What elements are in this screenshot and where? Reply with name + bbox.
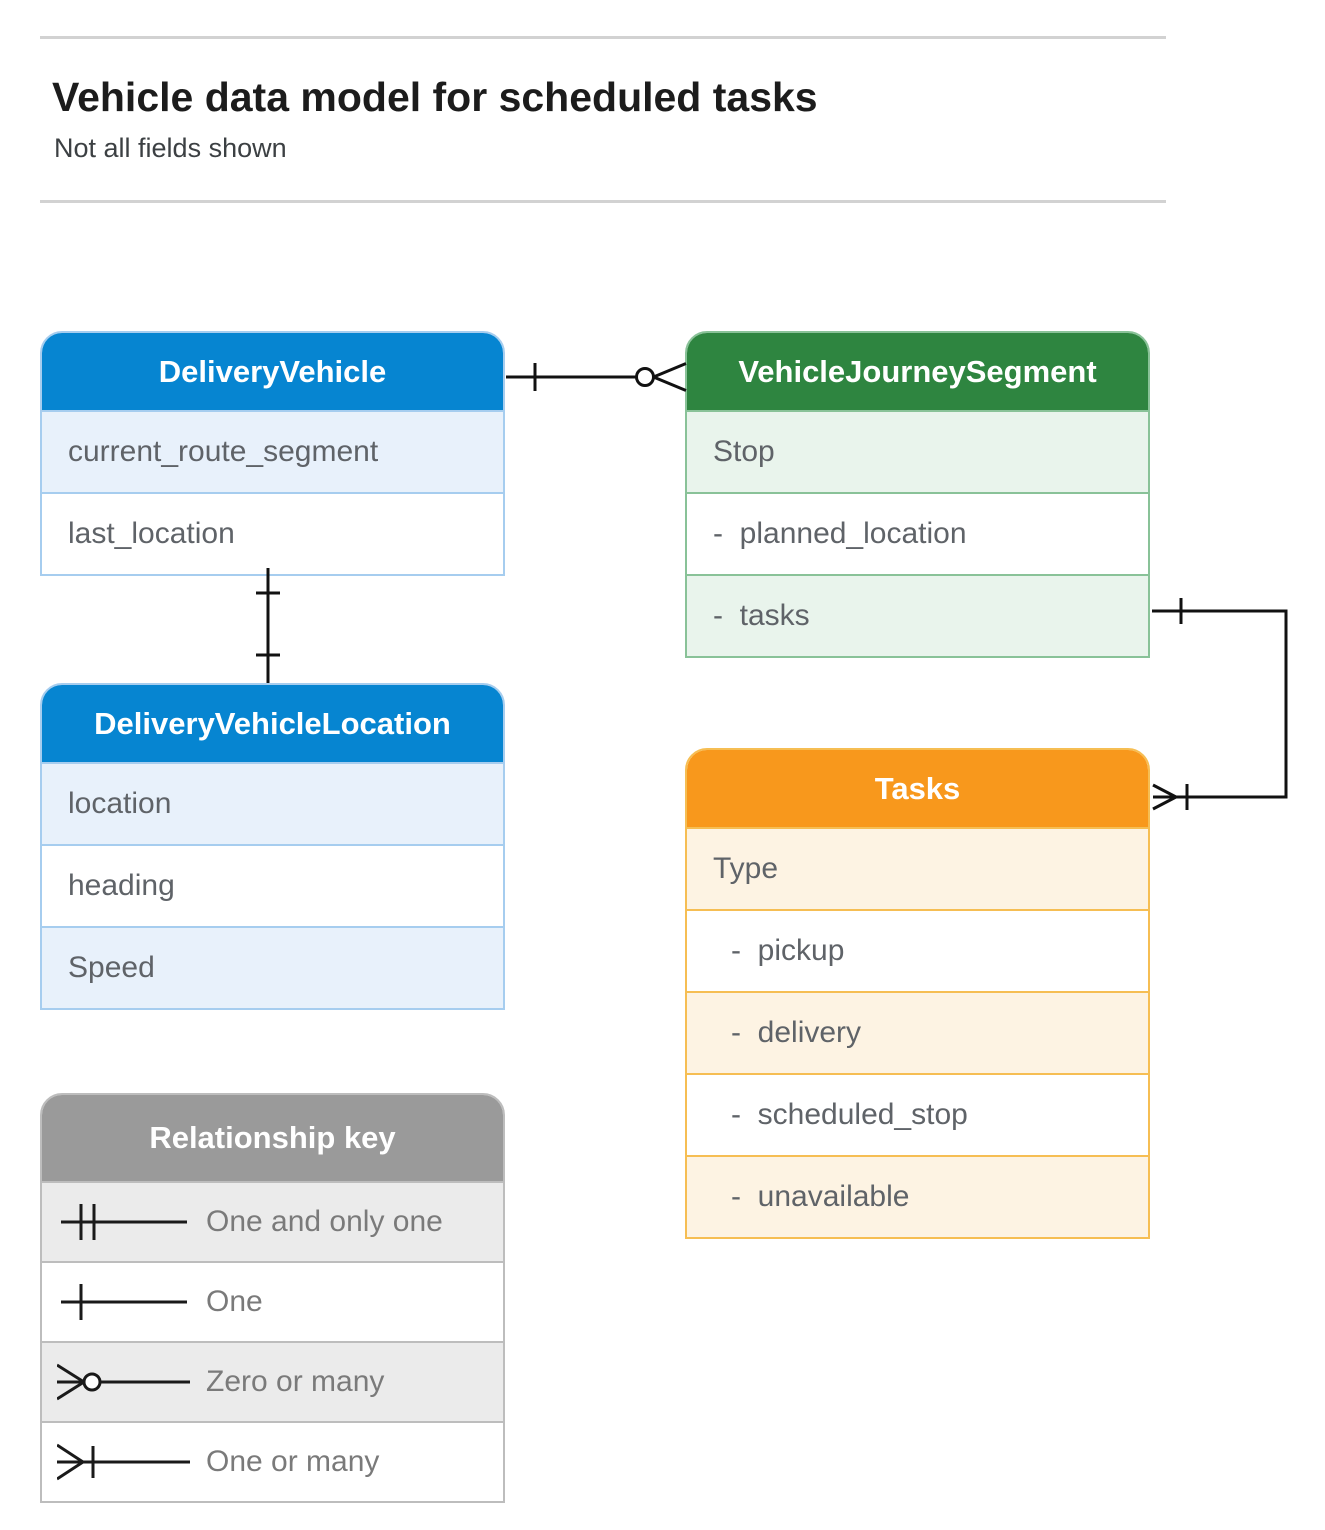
legend-item-zero-or-many: Zero or many bbox=[42, 1341, 503, 1421]
legend-item-one-and-only-one: One and only one bbox=[42, 1181, 503, 1261]
connector-vjs-tasks-crowfoot bbox=[1153, 785, 1176, 809]
connector-dv-vjs-zero-circle bbox=[637, 369, 654, 386]
connector-dv-vjs-crowfoot bbox=[654, 364, 687, 391]
zero-or-many-icon bbox=[57, 1363, 190, 1401]
page-title: Vehicle data model for scheduled tasks bbox=[52, 74, 818, 120]
relationship-key: Relationship key One and only one One bbox=[40, 1093, 505, 1503]
field-type: Type bbox=[687, 827, 1148, 909]
field-unavailable: - unavailable bbox=[687, 1155, 1148, 1237]
one-or-many-icon bbox=[57, 1443, 190, 1481]
subtitle-divider bbox=[40, 200, 1166, 203]
entity-title-delivery-vehicle: DeliveryVehicle bbox=[42, 333, 503, 410]
field-scheduled-stop: - scheduled_stop bbox=[687, 1073, 1148, 1155]
entity-title-vehicle-journey-segment: VehicleJourneySegment bbox=[687, 333, 1148, 410]
legend-label: One or many bbox=[206, 1445, 380, 1478]
legend-label: One and only one bbox=[206, 1205, 443, 1238]
one-icon bbox=[61, 1284, 187, 1320]
entity-delivery-vehicle: DeliveryVehicle current_route_segment la… bbox=[40, 331, 505, 576]
field-pickup: - pickup bbox=[687, 909, 1148, 991]
field-last-location: last_location bbox=[42, 492, 503, 574]
legend-item-one: One bbox=[42, 1261, 503, 1341]
legend-label: Zero or many bbox=[206, 1365, 385, 1398]
field-current-route-segment: current_route_segment bbox=[42, 410, 503, 492]
legend-item-one-or-many: One or many bbox=[42, 1421, 503, 1501]
entity-delivery-vehicle-location: DeliveryVehicleLocation location heading… bbox=[40, 683, 505, 1010]
field-speed: Speed bbox=[42, 926, 503, 1008]
top-divider bbox=[40, 36, 1166, 39]
entity-title-delivery-vehicle-location: DeliveryVehicleLocation bbox=[42, 685, 503, 762]
legend-label: One bbox=[206, 1285, 263, 1318]
connector-vjs-tasks-line bbox=[1152, 611, 1286, 797]
field-tasks: - tasks bbox=[687, 574, 1148, 656]
entity-vehicle-journey-segment: VehicleJourneySegment Stop - planned_loc… bbox=[685, 331, 1150, 658]
field-stop: Stop bbox=[687, 410, 1148, 492]
one-and-only-one-icon bbox=[61, 1204, 187, 1240]
field-heading: heading bbox=[42, 844, 503, 926]
field-planned-location: - planned_location bbox=[687, 492, 1148, 574]
field-delivery: - delivery bbox=[687, 991, 1148, 1073]
entity-title-tasks: Tasks bbox=[687, 750, 1148, 827]
relationship-key-title: Relationship key bbox=[42, 1095, 503, 1181]
entity-tasks: Tasks Type - pickup - delivery - schedul… bbox=[685, 748, 1150, 1239]
field-location: location bbox=[42, 762, 503, 844]
page-subtitle: Not all fields shown bbox=[54, 133, 287, 163]
